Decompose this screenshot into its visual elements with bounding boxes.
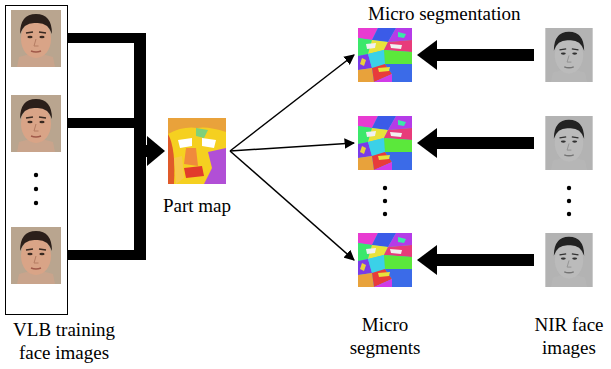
ellipsis-dot (383, 212, 387, 216)
part-map-image (168, 118, 226, 184)
ellipsis-dot (34, 201, 38, 205)
micro-segment-image (358, 28, 412, 82)
group-label: VLB training face images (3, 318, 125, 364)
connector (417, 40, 534, 275)
column-label: NIR face images (532, 313, 606, 359)
micro-segment-image (358, 233, 412, 287)
ellipsis-dot (567, 212, 571, 216)
ellipsis-dot (567, 186, 571, 190)
column-heading: Micro segmentation (368, 2, 521, 25)
micro-segment-image (358, 116, 412, 170)
vlb-face-image (11, 10, 61, 67)
ellipsis-dot (34, 187, 38, 191)
ellipsis-dot (567, 199, 571, 203)
ellipsis-dot (383, 199, 387, 203)
micro-segment-column: Micro segmentationMicro segments (358, 28, 412, 290)
nir-face-image (545, 28, 592, 82)
arrow-shaft (433, 49, 534, 61)
column-label: Micro segments (343, 313, 427, 359)
connector (68, 33, 165, 260)
arrow-head (417, 128, 437, 158)
nir-image-column: NIR face images (540, 28, 598, 290)
arrow-shaft (433, 254, 534, 266)
image-group-box: VLB training face images (5, 5, 68, 315)
ellipsis-dot (34, 173, 38, 177)
connector (230, 55, 354, 260)
ellipsis-dot (383, 186, 387, 190)
nir-face-image (545, 233, 592, 287)
image-label: Part map (154, 194, 240, 217)
arrow-head (147, 136, 165, 166)
arrow-line (230, 151, 354, 260)
arrow-line (230, 143, 354, 151)
nir-face-image (545, 116, 592, 170)
arrow-line (230, 55, 354, 151)
part-map-node: Part map (168, 118, 226, 184)
vlb-face-image (11, 227, 61, 284)
vlb-face-image (11, 95, 61, 152)
arrow-shaft (433, 137, 534, 149)
arrow-head (417, 40, 437, 70)
arrow-head (417, 245, 437, 275)
